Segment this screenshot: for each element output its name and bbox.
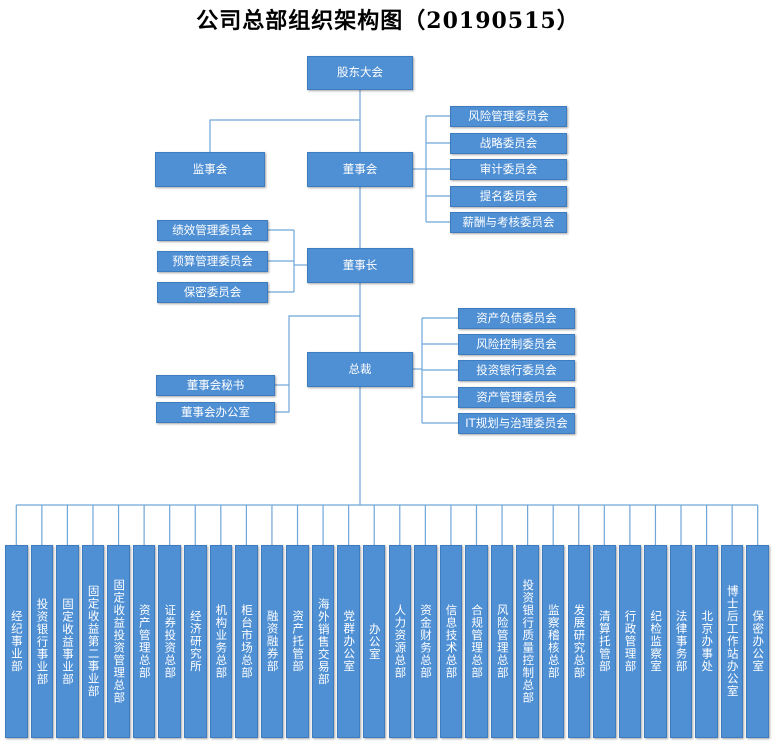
department-label: 融资融券部 bbox=[265, 610, 280, 673]
board-of-directors-node: 董事会 bbox=[307, 152, 413, 187]
board-office-node: 董事会办公室 bbox=[156, 402, 275, 423]
department-label: 机构业务总部 bbox=[214, 604, 229, 679]
department-box: 人力资源总部 bbox=[388, 545, 412, 738]
department-label: 纪检监察室 bbox=[649, 610, 664, 673]
president-committee: 风险控制委员会 bbox=[458, 334, 575, 355]
department-box: 博士后工作站办公室 bbox=[720, 545, 744, 738]
president-committee: 资产管理委员会 bbox=[458, 387, 575, 408]
chairman-committee: 绩效管理委员会 bbox=[157, 220, 268, 241]
department-label: 资产托管部 bbox=[291, 610, 306, 673]
department-label: 经济研究所 bbox=[188, 610, 203, 673]
chairman-committee: 预算管理委员会 bbox=[157, 251, 268, 272]
department-label: 信息技术总部 bbox=[444, 604, 459, 679]
department-box: 办公室 bbox=[362, 545, 386, 738]
department-label: 合规管理总部 bbox=[470, 604, 485, 679]
department-box: 固定收益事业部 bbox=[56, 545, 79, 738]
shareholders-meeting-node: 股东大会 bbox=[307, 56, 413, 90]
department-box: 柜台市场总部 bbox=[235, 545, 258, 738]
department-box: 资金财务总部 bbox=[414, 545, 437, 738]
department-box: 风险管理总部 bbox=[490, 545, 514, 738]
chairman-node: 董事长 bbox=[307, 248, 413, 283]
department-box: 保密办公室 bbox=[746, 545, 769, 738]
department-box: 投资银行事业部 bbox=[30, 545, 54, 738]
department-box: 投资银行质量控制总部 bbox=[516, 545, 539, 738]
board-secretary-node: 董事会秘书 bbox=[156, 375, 275, 396]
department-label: 党群办公室 bbox=[342, 610, 357, 673]
department-box: 海外销售交易部 bbox=[311, 545, 335, 738]
department-label: 办公室 bbox=[367, 622, 382, 661]
department-box: 党群办公室 bbox=[337, 545, 360, 738]
board-committee: 审计委员会 bbox=[450, 159, 567, 180]
department-box: 监察稽核总部 bbox=[541, 545, 565, 738]
department-box: 纪检监察室 bbox=[644, 545, 667, 738]
department-label: 保密办公室 bbox=[751, 610, 766, 673]
president-committee: IT规划与治理委员会 bbox=[458, 413, 575, 434]
department-box: 经济研究所 bbox=[184, 545, 207, 738]
department-label: 柜台市场总部 bbox=[240, 604, 254, 679]
department-box: 法律事务部 bbox=[669, 545, 693, 738]
department-label: 海外销售交易部 bbox=[316, 597, 331, 686]
board-committee: 战略委员会 bbox=[450, 133, 567, 154]
department-label: 投资银行事业部 bbox=[35, 597, 50, 686]
department-label: 资金财务总部 bbox=[419, 604, 433, 679]
department-box: 资产托管部 bbox=[286, 545, 309, 738]
department-label: 北京办事处 bbox=[700, 610, 715, 673]
department-box: 融资融券部 bbox=[260, 545, 284, 738]
department-label: 固定收益第二事业部 bbox=[86, 585, 101, 698]
department-label: 投资银行质量控制总部 bbox=[521, 579, 536, 704]
chairman-committee: 保密委员会 bbox=[157, 282, 268, 303]
board-committee: 薪酬与考核委员会 bbox=[450, 212, 567, 233]
president-node: 总裁 bbox=[307, 352, 413, 387]
chart-title: 公司总部组织架构图（20190515） bbox=[196, 8, 580, 34]
department-box: 经纪事业部 bbox=[5, 545, 28, 738]
department-box: 发展研究总部 bbox=[567, 545, 591, 738]
president-committee: 投资银行委员会 bbox=[458, 360, 575, 381]
department-label: 固定收益投资管理总部 bbox=[112, 579, 127, 704]
president-committee: 资产负债委员会 bbox=[458, 308, 575, 329]
department-box: 固定收益第二事业部 bbox=[81, 545, 105, 738]
department-box: 机构业务总部 bbox=[209, 545, 233, 738]
department-box: 固定收益投资管理总部 bbox=[107, 545, 130, 738]
supervisory-board-node: 监事会 bbox=[155, 152, 265, 187]
department-box: 信息技术总部 bbox=[439, 545, 463, 738]
department-box: 资产管理总部 bbox=[132, 545, 156, 738]
board-committee: 提名委员会 bbox=[450, 186, 567, 207]
department-label: 法律事务部 bbox=[674, 610, 689, 673]
department-label: 发展研究总部 bbox=[572, 604, 587, 679]
board-committee: 风险管理委员会 bbox=[450, 106, 567, 127]
department-label: 经纪事业部 bbox=[9, 610, 24, 673]
department-label: 博士后工作站办公室 bbox=[725, 585, 740, 698]
department-label: 资产管理总部 bbox=[137, 604, 152, 679]
department-label: 人力资源总部 bbox=[393, 604, 408, 679]
department-box: 行政管理部 bbox=[618, 545, 642, 738]
department-box: 证券投资总部 bbox=[158, 545, 181, 738]
department-label: 风险管理总部 bbox=[495, 604, 510, 679]
department-label: 证券投资总部 bbox=[163, 604, 178, 679]
department-label: 行政管理部 bbox=[623, 610, 638, 673]
department-label: 固定收益事业部 bbox=[61, 597, 75, 686]
department-box: 合规管理总部 bbox=[465, 545, 488, 738]
department-box: 清算托管部 bbox=[593, 545, 616, 738]
department-box: 北京办事处 bbox=[695, 545, 718, 738]
department-label: 清算托管部 bbox=[597, 610, 612, 673]
department-label: 监察稽核总部 bbox=[546, 604, 561, 679]
